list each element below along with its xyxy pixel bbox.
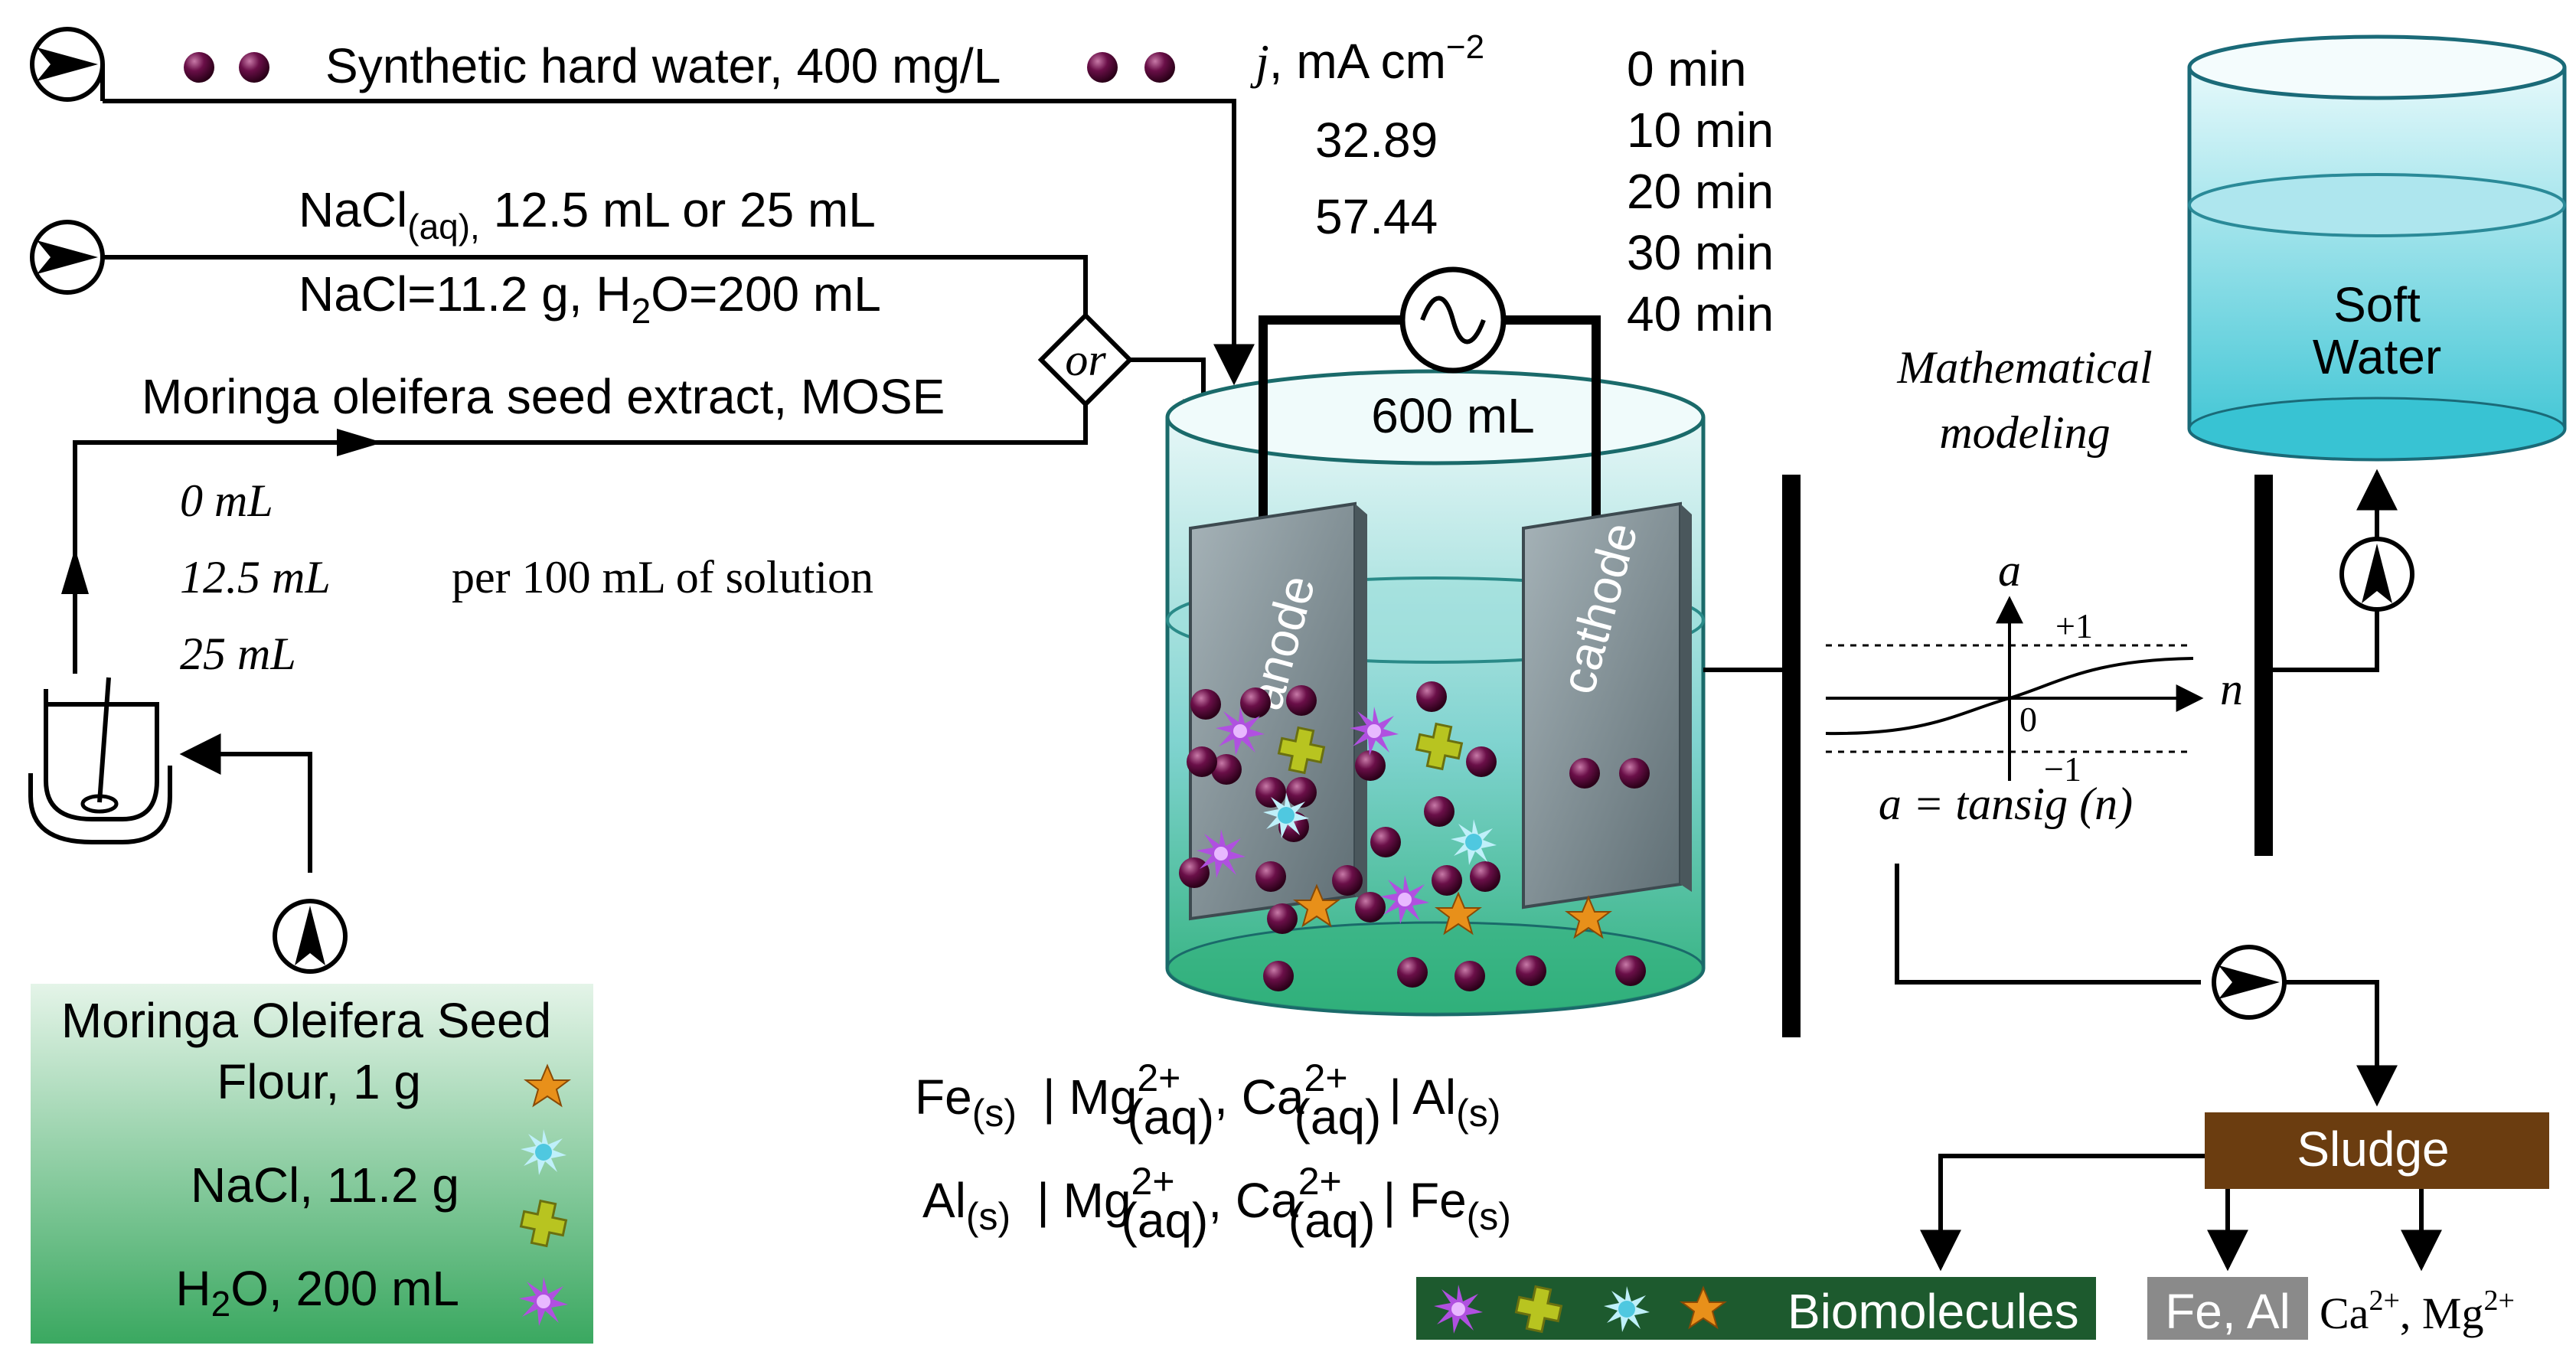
mose-label: Moringa oleifera seed extract, MOSE (142, 369, 945, 424)
current-density-label: j, mA cm−2 (1250, 28, 1484, 89)
sludge-to-bio-line (1920, 1154, 2205, 1272)
nacl-pump-icon (32, 222, 103, 292)
pump-to-sludge-line (2284, 980, 2398, 1107)
mose-up-arrow-icon (61, 548, 89, 594)
per-unit-label: per 100 mL of solution (452, 552, 873, 602)
nacl-label-2: NaCl=11.2 g, H2O=200 mL (299, 266, 881, 331)
hard-water-label: Synthetic hard water, 400 mg/L (325, 38, 1001, 93)
hard-water-pump-icon (32, 29, 103, 100)
equation-fe-al: Fe(s)| Mg2+(aq), Ca2+(aq)| Al(s) (915, 1056, 1500, 1145)
sludge-box (2205, 1112, 2549, 1189)
tansig-zero: 0 (2019, 700, 2037, 739)
metals-box (2147, 1277, 2308, 1340)
mixer-vessel-icon (28, 677, 172, 844)
soft-water-pump-icon (2342, 539, 2412, 609)
nacl-label-1: NaCl(aq), 12.5 mL or 25 mL (299, 182, 876, 247)
tansig-formula: a = tansig (n) (1879, 779, 2133, 829)
nacl-line (103, 255, 1088, 315)
tansig-axis-a: a (1998, 545, 2021, 596)
cathode-electrode: cathode (1522, 501, 1692, 909)
time-4: 40 min (1627, 286, 1774, 341)
tansig-axis-n: n (2220, 664, 2243, 714)
model-title-2: modeling (1939, 407, 2110, 458)
legend-nacl: NaCl, 11.2 g (191, 1158, 459, 1213)
current-density-2: 57.44 (1315, 189, 1438, 244)
soft-water-tank: Soft Water (2187, 34, 2567, 462)
legend-title: Moringa Oleifera Seed (61, 993, 551, 1048)
tansig-plus-one: +1 (2055, 606, 2093, 645)
model-input-bar (1782, 475, 1801, 1037)
anode-wire (1259, 315, 1401, 551)
soft-water-label-2: Water (2313, 329, 2441, 384)
dose-1: 12.5 mL (180, 552, 331, 602)
metals-label: Fe, Al (2165, 1284, 2290, 1339)
hard-water-line (103, 99, 1255, 386)
time-0: 0 min (1627, 41, 1747, 96)
sludge-label: Sludge (2297, 1122, 2449, 1177)
flour-pump-icon (275, 901, 345, 972)
tansig-minus-one: −1 (2044, 749, 2081, 789)
tansig-plot: a n +1 0 −1 a = tansig (n) (1825, 545, 2243, 829)
dose-2: 25 mL (180, 629, 296, 679)
soft-water-label-1: Soft (2333, 277, 2421, 332)
time-3: 30 min (1627, 225, 1774, 280)
biomolecules-label: Biomolecules (1788, 1284, 2079, 1339)
svg-text:or: or (1065, 335, 1106, 385)
model-title-1: Mathematical (1896, 342, 2152, 393)
ingredients-legend: Moringa Oleifera Seed Flour, 1 g NaCl, 1… (31, 984, 593, 1344)
time-2: 20 min (1627, 164, 1774, 219)
ac-power-source-icon (1399, 266, 1507, 374)
mose-flow-arrow-icon (337, 429, 383, 456)
current-density-1: 32.89 (1315, 113, 1438, 168)
cathode-wire (1504, 315, 1601, 551)
equation-al-fe: Al(s)| Mg2+(aq), Ca2+(aq)| Fe(s) (922, 1160, 1511, 1248)
dose-0: 0 mL (180, 475, 273, 526)
model-output-bar (2254, 475, 2273, 856)
sludge-pump-icon (2214, 947, 2284, 1017)
legend-water: H2O, 200 mL (175, 1261, 459, 1324)
legend-flour: Flour, 1 g (217, 1054, 421, 1109)
model-to-sludge-line (1895, 864, 2201, 985)
biomolecules-bar: Biomolecules (1416, 1277, 2096, 1340)
ions-label: Ca2+, Mg2+ (2320, 1285, 2515, 1338)
time-1: 10 min (1627, 103, 1774, 158)
reactor-volume: 600 mL (1371, 388, 1534, 443)
or-junction: or (1037, 312, 1134, 408)
flour-to-mixer-line (179, 733, 312, 873)
